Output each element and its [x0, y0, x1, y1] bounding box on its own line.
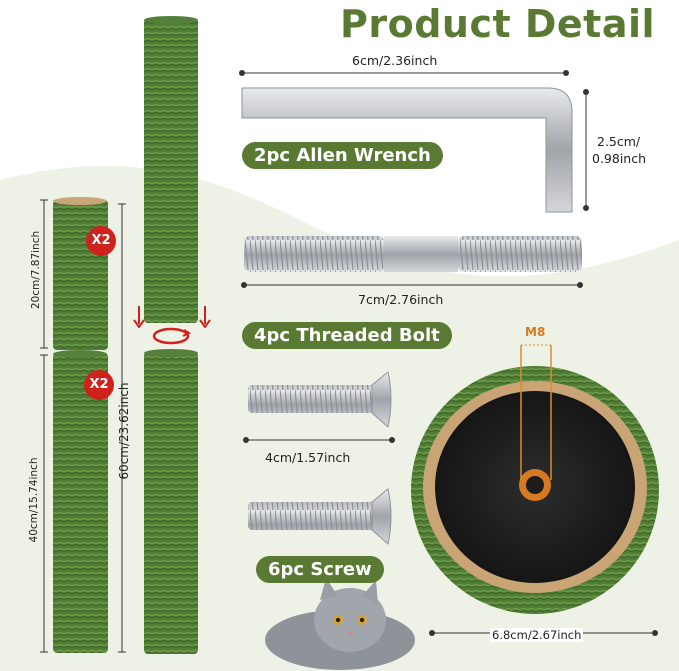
total-length: 60cm/23.62inch: [117, 382, 131, 480]
kitten-photo: [265, 578, 415, 670]
short-post-length: 20cm/7.87inch: [30, 230, 42, 310]
wrench-length: 6cm/2.36inch: [352, 53, 438, 68]
page-title: Product Detail: [340, 2, 656, 46]
short-post-count-badge: X2: [86, 226, 116, 256]
long-post-count-badge: X2: [84, 370, 114, 400]
rotate-icon: [152, 327, 192, 345]
wrench-label: 2pc Allen Wrench: [242, 142, 443, 169]
base-diameter: 6.8cm/2.67inch: [490, 628, 584, 642]
down-arrow-icon: [133, 306, 145, 328]
wrench-height-line2: 0.98inch: [592, 151, 647, 166]
short-post: [53, 197, 108, 350]
screw-length: 4cm/1.57inch: [265, 450, 351, 465]
screw-label: 6pc Screw: [256, 556, 384, 583]
thread-size-label: M8: [525, 325, 546, 339]
wrench-height-line1: 2.5cm/: [597, 134, 641, 149]
long-post: [53, 350, 108, 653]
long-post-length: 40cm/15.74inch: [28, 457, 40, 543]
bolt-label: 4pc Threaded Bolt: [242, 322, 452, 349]
down-arrow-icon: [199, 306, 211, 328]
bolt-length: 7cm/2.76inch: [358, 292, 444, 307]
